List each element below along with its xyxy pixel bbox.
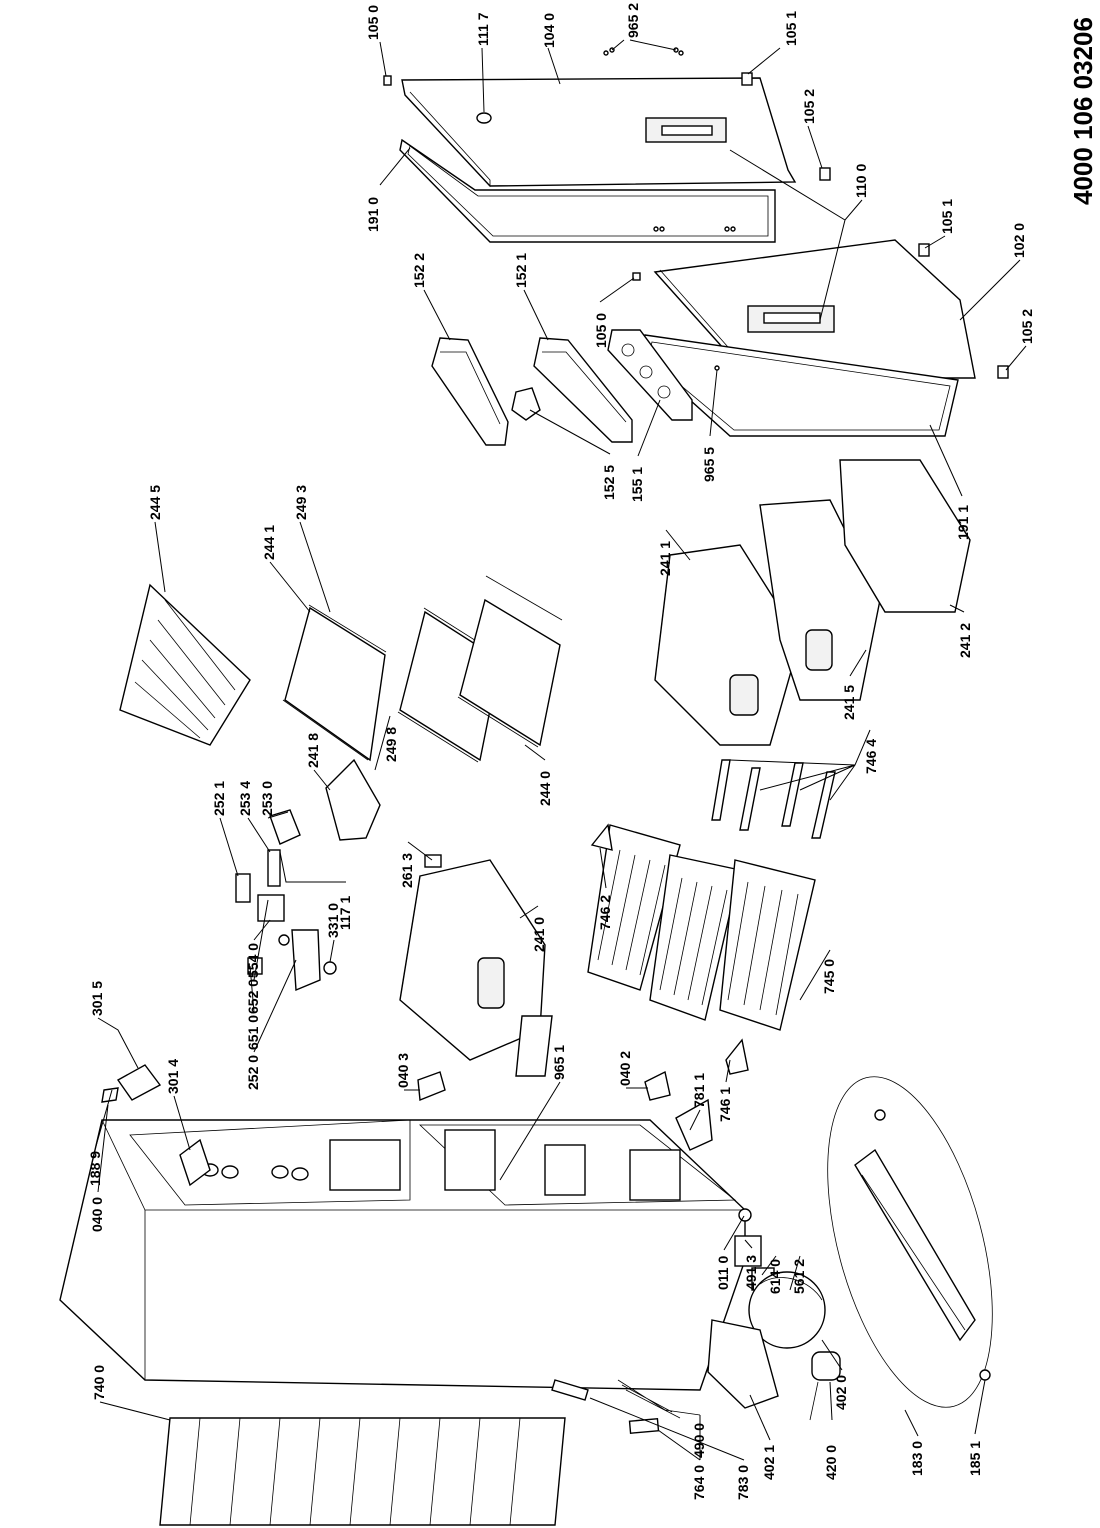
callout-652-0: 652 0 — [245, 979, 261, 1014]
callout-011-0: 011 0 — [715, 1256, 731, 1290]
callout-105-2-lower: 105 2 — [1019, 309, 1035, 344]
upper-door-gasket-part — [399, 138, 776, 243]
callout-105-1-lower: 105 1 — [939, 199, 955, 234]
callout-152-5: 152 5 — [601, 465, 617, 500]
callout-241-5: 241 5 — [841, 685, 857, 720]
callout-301-5: 301 5 — [89, 981, 105, 1016]
callout-152-1: 152 1 — [513, 253, 529, 288]
callout-253-0: 253 0 — [259, 781, 275, 816]
callout-040-0: 040 0 — [89, 1197, 105, 1232]
callout-152-2: 152 2 — [411, 253, 427, 288]
callout-261-3: 261 3 — [399, 853, 415, 888]
glass-shelf-parts — [282, 575, 563, 763]
callout-249-3: 249 3 — [293, 485, 309, 520]
callout-105-2-upper: 105 2 — [801, 89, 817, 124]
callout-965-2: 965 2 — [625, 3, 641, 38]
callout-764-0: 764 0 — [691, 1465, 707, 1500]
callout-155-1: 155 1 — [629, 467, 645, 502]
top-hinge-parts — [101, 1064, 211, 1187]
callout-651-0: 651 0 — [245, 1015, 261, 1050]
callout-040-2: 040 2 — [617, 1051, 633, 1086]
callout-117-1: 117 1 — [337, 896, 353, 930]
callout-781-1: 781 1 — [691, 1073, 707, 1108]
callout-965-1: 965 1 — [551, 1045, 567, 1080]
callout-252-1: 252 1 — [211, 781, 227, 816]
callout-965-5: 965 5 — [701, 447, 717, 482]
door-bin-parts — [431, 329, 693, 446]
callout-301-4: 301 4 — [165, 1059, 181, 1094]
callout-241-1: 241 1 — [657, 541, 673, 576]
callout-402-0: 402 0 — [833, 1375, 849, 1410]
callout-252-0: 252 0 — [245, 1055, 261, 1090]
callout-554-0: 554 0 — [245, 943, 261, 978]
callout-185-1: 185 1 — [967, 1441, 983, 1476]
callout-745-0: 745 0 — [821, 959, 837, 994]
condenser-part — [159, 1417, 566, 1526]
lower-door-part — [653, 239, 976, 380]
callout-249-8: 249 8 — [383, 727, 399, 762]
compressor-parts — [707, 1235, 841, 1421]
callout-614-0: 614 0 — [767, 1259, 783, 1294]
callout-105-1-upper: 105 1 — [783, 11, 799, 46]
callout-183-0: 183 0 — [909, 1441, 925, 1476]
callout-040-3: 040 3 — [395, 1053, 411, 1088]
upper-door-part — [401, 77, 797, 188]
callout-191-0: 191 0 — [365, 197, 381, 232]
callout-244-0: 244 0 — [537, 771, 553, 806]
power-cord-part — [617, 1379, 701, 1419]
callout-746-1: 746 1 — [717, 1087, 733, 1122]
callout-labels: 105 0 111 7 104 0 965 2 105 1 105 2 191 … — [87, 3, 1035, 1500]
callout-102-0: 102 0 — [1011, 223, 1027, 258]
wedge-746-1-part — [725, 1038, 749, 1075]
callout-191-1: 191 1 — [955, 505, 971, 540]
callout-331-0: 331 0 — [325, 903, 341, 938]
bottle-rack-part — [119, 583, 251, 746]
callout-105-0-upper: 105 0 — [365, 5, 381, 40]
callout-420-0: 420 0 — [823, 1445, 839, 1480]
callout-491-3: 491 3 — [743, 1255, 759, 1290]
door-hinge-parts — [383, 47, 1009, 379]
callout-746-4: 746 4 — [863, 739, 879, 774]
document-number: 4000 106 03206 — [1068, 17, 1098, 205]
callout-490-0: 490 0 — [691, 1423, 707, 1458]
cabinet-body-part — [59, 1119, 746, 1391]
drier-part — [628, 1418, 660, 1434]
callout-402-1: 402 1 — [761, 1445, 777, 1480]
callout-241-0: 241 0 — [531, 917, 547, 952]
leader-lines — [95, 39, 1027, 1461]
callout-244-5: 244 5 — [147, 485, 163, 520]
callout-188-9: 188 9 — [87, 1151, 103, 1186]
callout-253-4: 253 4 — [237, 781, 253, 816]
callout-783-0: 783 0 — [735, 1465, 751, 1500]
callout-746-2: 746 2 — [597, 895, 613, 930]
callout-105-0-lower: 105 0 — [593, 313, 609, 348]
fridge-drawer-part — [399, 854, 553, 1077]
callout-241-8: 241 8 — [305, 733, 321, 768]
control-box-parts — [235, 758, 381, 992]
freezer-drawer-parts — [654, 459, 971, 746]
callout-111-7: 111 7 — [475, 12, 491, 46]
freezer-basket-parts — [587, 824, 816, 1031]
callout-561-2: 561 2 — [791, 1259, 807, 1294]
tube-part — [551, 1379, 589, 1401]
callout-104-0: 104 0 — [541, 13, 557, 48]
callout-241-2: 241 2 — [957, 623, 973, 658]
base-cover-part — [827, 1076, 993, 1408]
callout-110-0: 110 0 — [853, 164, 869, 198]
callout-244-1: 244 1 — [261, 525, 277, 560]
callout-740-0: 740 0 — [91, 1365, 107, 1400]
wedge-746-2-part — [590, 823, 613, 851]
drawer-rail-parts — [711, 759, 836, 839]
bottom-hinge-parts — [417, 1070, 752, 1222]
